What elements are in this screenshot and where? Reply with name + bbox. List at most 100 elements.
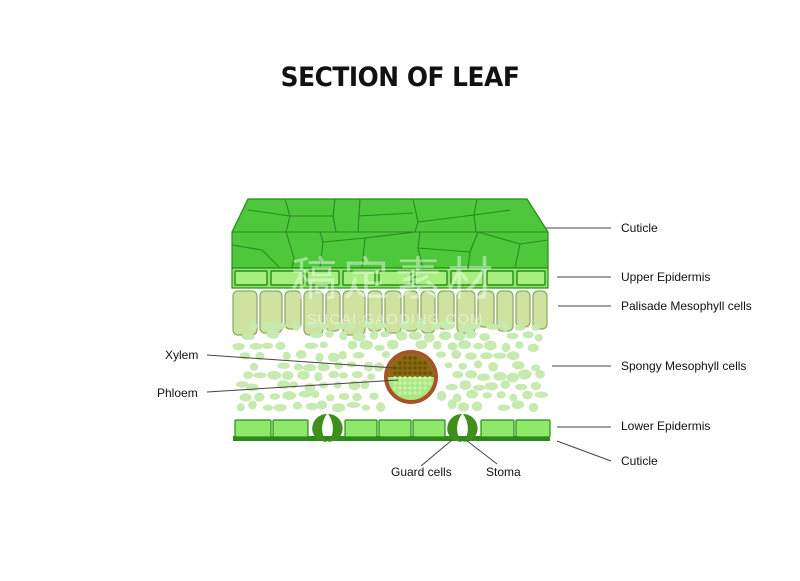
spongy-cell	[326, 394, 335, 401]
xylem-cell	[428, 371, 432, 375]
spongy-cell	[311, 390, 319, 398]
spongy-cell	[507, 373, 519, 383]
spongy-cell	[360, 340, 373, 350]
spongy-cell	[415, 340, 427, 349]
spongy-cell	[387, 340, 399, 350]
spongy-cell	[362, 405, 370, 411]
phloem-cell	[418, 381, 422, 385]
xylem-cell	[408, 371, 412, 375]
spongy-cell	[240, 352, 251, 359]
spongy-cell	[376, 402, 385, 412]
phloem-cell	[403, 386, 407, 390]
spongy-cell	[488, 362, 498, 372]
spongy-cell	[493, 372, 506, 381]
spongy-cell	[297, 371, 310, 380]
spongy-cell	[515, 324, 526, 331]
spongy-cell	[270, 393, 281, 400]
xylem-cell	[408, 361, 412, 365]
spongy-cell	[314, 372, 322, 381]
spongy-cell	[507, 333, 519, 340]
label-spongy: Spongy Mesophyll cells	[621, 359, 746, 373]
xylem-cell	[413, 371, 417, 375]
spongy-cell	[528, 344, 540, 352]
phloem-cell	[423, 376, 427, 380]
spongy-cell	[328, 353, 339, 363]
phloem-cell	[418, 376, 422, 380]
phloem-cell	[428, 376, 432, 380]
spongy-cell	[446, 384, 458, 390]
spongy-cell	[334, 382, 342, 389]
watermark-en: SUCAI.GAODING.COM	[306, 311, 483, 328]
xylem-cell	[423, 366, 427, 370]
spongy-cell	[453, 332, 465, 341]
spongy-cell	[451, 350, 461, 359]
xylem-cell	[403, 361, 407, 365]
phloem-cell	[408, 386, 412, 390]
label-stoma: Stoma	[486, 465, 521, 479]
label-cuticle-top: Cuticle	[621, 221, 658, 235]
spongy-cell	[243, 371, 253, 379]
spongy-cell	[262, 343, 273, 349]
label-guard-cells: Guard cells	[391, 465, 452, 479]
spongy-cell	[485, 382, 498, 390]
spongy-cell	[483, 392, 492, 398]
phloem-cell	[403, 391, 407, 395]
phloem-cell	[408, 381, 412, 385]
spongy-cell	[306, 403, 319, 410]
spongy-cell	[240, 393, 252, 401]
xylem-cell	[413, 361, 417, 365]
spongy-cell	[448, 342, 458, 350]
phloem-cell	[413, 386, 417, 390]
xylem-cell	[418, 361, 422, 365]
xylem-cell	[393, 371, 397, 375]
spongy-cell	[473, 343, 483, 349]
spongy-cell	[316, 400, 327, 409]
phloem-cell	[418, 391, 422, 395]
spongy-cell	[472, 402, 483, 412]
spongy-cell	[529, 403, 539, 412]
spongy-cell	[316, 353, 324, 362]
phloem-cell	[413, 376, 417, 380]
spongy-cell	[498, 405, 511, 411]
spongy-cell	[262, 321, 275, 330]
spongy-cell	[445, 362, 453, 368]
spongy-cell	[484, 341, 497, 351]
xylem-cell	[418, 371, 422, 375]
xylem-cell	[423, 371, 427, 375]
spongy-cell	[512, 400, 525, 409]
spongy-cell	[507, 351, 520, 360]
spongy-cell	[382, 351, 390, 358]
xylem-cell	[403, 371, 407, 375]
spongy-cell	[328, 371, 339, 379]
spongy-cell	[267, 371, 281, 380]
spongy-cell	[303, 364, 316, 372]
xylem-cell	[403, 366, 407, 370]
phloem-cell	[418, 386, 422, 390]
spongy-cell	[242, 333, 255, 340]
spongy-cell	[465, 330, 476, 339]
phloem-cell	[413, 381, 417, 385]
spongy-cell	[277, 363, 290, 369]
spongy-cell	[535, 370, 545, 379]
spongy-cell	[436, 351, 446, 357]
spongy-cell	[267, 329, 280, 338]
spongy-cell	[274, 323, 286, 330]
spongy-cell	[465, 370, 477, 379]
spongy-cell	[250, 343, 263, 350]
phloem-cell	[423, 386, 427, 390]
spongy-cell	[237, 403, 245, 411]
spongy-cell	[283, 352, 291, 360]
spongy-cell	[293, 402, 302, 410]
spongy-cell	[282, 391, 296, 400]
spongy-cell	[352, 393, 361, 401]
phloem-cell	[398, 386, 402, 390]
spongy-cell	[332, 403, 345, 412]
phloem-cell	[408, 376, 412, 380]
spongy-cell	[532, 324, 540, 331]
xylem-cell	[408, 366, 412, 370]
spongy-cell	[232, 343, 244, 350]
spongy-cell	[246, 384, 259, 392]
spongy-cell	[424, 333, 435, 343]
